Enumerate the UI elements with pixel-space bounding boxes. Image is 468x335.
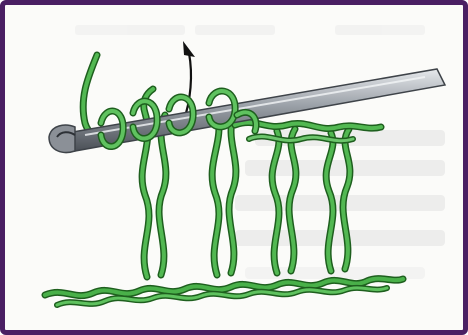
crochet-illustration: [5, 5, 463, 330]
base-chain: [45, 279, 403, 305]
bleed-through-lines: [75, 25, 445, 279]
